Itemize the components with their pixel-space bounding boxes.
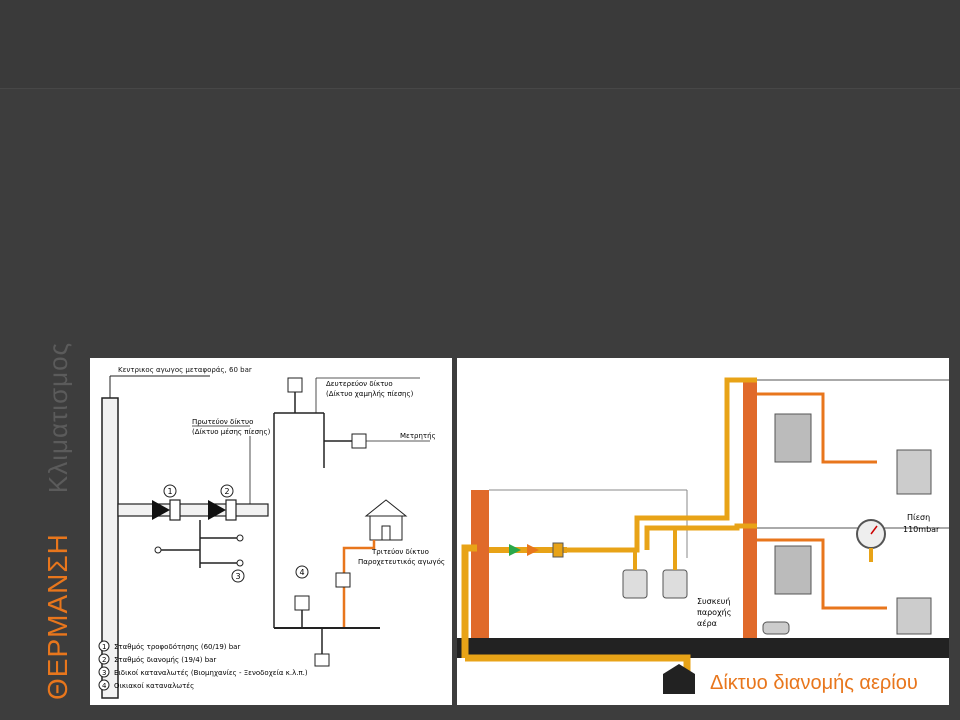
main-transmission-pipe (101, 397, 119, 699)
meters-label: Μετρητής (400, 432, 436, 440)
meter-1 (622, 569, 648, 599)
diagram-caption: Δίκτυο διανομής αερίου (706, 672, 922, 695)
wall-center (743, 380, 757, 638)
meter-2 (662, 569, 688, 599)
building-gas-installation: Πίεση 110mbar Συσκευή παροχής αέρα (457, 358, 949, 705)
primary-network-sublabel: (Δίκτυο μέσης πίεσης) (192, 428, 271, 436)
tertiary-network-label: Τριτεύον δίκτυο (371, 548, 429, 556)
installation-svg: Πίεση 110mbar Συσκευή παροχής αέρα (457, 377, 949, 694)
upper-floor-line (757, 392, 877, 464)
supply-device-label-3: αέρα (697, 618, 717, 628)
stove-lower (896, 597, 932, 635)
station-2-marker (208, 500, 226, 520)
svg-text:3: 3 (102, 669, 106, 677)
tertiary-network-sublabel: Παροχετευτικός αγωγός (358, 558, 445, 566)
underground-regulator (663, 664, 695, 694)
legend: 1 Σταθμός τροφοδότησης (60/19) bar 2 Στα… (98, 640, 308, 691)
slide-title: ΘΕΡΜΑΝΣΗ (42, 533, 73, 700)
title-band (0, 0, 960, 89)
ground-slab (457, 638, 949, 658)
svg-text:4: 4 (102, 682, 107, 690)
svg-text:2: 2 (102, 656, 106, 664)
primary-pipe (117, 503, 269, 517)
marker-2-label: 2 (225, 487, 230, 496)
wall-left (471, 490, 489, 638)
legend-item-3: Ειδικοί καταναλωτές (Βιομηχανίες - Ξενοδ… (114, 669, 308, 677)
meter-box (351, 433, 367, 449)
marker-4 (295, 565, 309, 579)
marker-4-label: 4 (300, 568, 305, 577)
svg-text:1: 1 (102, 643, 106, 651)
supply-device-label-2: παροχής (697, 608, 731, 617)
legend-item-4: Οικιακοί καταναλωτές (114, 682, 194, 690)
riser-pipe (567, 377, 757, 553)
marker-2 (220, 484, 234, 498)
underground-pipe (461, 544, 477, 658)
stove-upper (896, 449, 932, 495)
water-heater-lower (774, 545, 812, 595)
station-1-marker (152, 500, 170, 520)
water-heater-upper (774, 413, 812, 463)
supply-device-label-1: Συσκευή (697, 597, 731, 606)
primary-network-label: Πρωτεύον δίκτυο (192, 418, 253, 426)
marker-3 (231, 569, 245, 583)
legend-item-1: Σταθμός τροφοδότησης (60/19) bar (114, 643, 240, 651)
lower-floor-line (757, 538, 887, 610)
schematic-svg: Κεντρικος αγωγος μεταφοράς, 60 bar 1 2 Π… (98, 366, 445, 699)
secondary-network-label: Δευτερεύον δίκτυο (326, 380, 393, 388)
service-line (342, 540, 376, 628)
house-roof (364, 499, 408, 517)
marker-1-label: 1 (168, 487, 173, 496)
slide-title-vertical: ΘΕΡΜΑΝΣΗ Κλιματισμος (42, 342, 74, 700)
secondary-network-sublabel: (Δίκτυο χαμηλής πίεσης) (326, 390, 414, 398)
air-supply-device (762, 621, 790, 635)
pressure-value: 110mbar (903, 525, 940, 534)
slide-subtitle: Κλιματισμος (43, 341, 73, 494)
main-pipe-label: Κεντρικος αγωγος μεταφοράς, 60 bar (118, 366, 252, 374)
legend-item-2: Σταθμός διανομής (19/4) bar (114, 656, 216, 664)
marker-3-label: 3 (236, 572, 241, 581)
regulator-box-top (287, 377, 303, 393)
gas-network-schematic: Κεντρικος αγωγος μεταφοράς, 60 bar 1 2 Π… (90, 358, 452, 705)
pressure-label: Πίεση (907, 513, 930, 522)
marker-1 (163, 484, 177, 498)
